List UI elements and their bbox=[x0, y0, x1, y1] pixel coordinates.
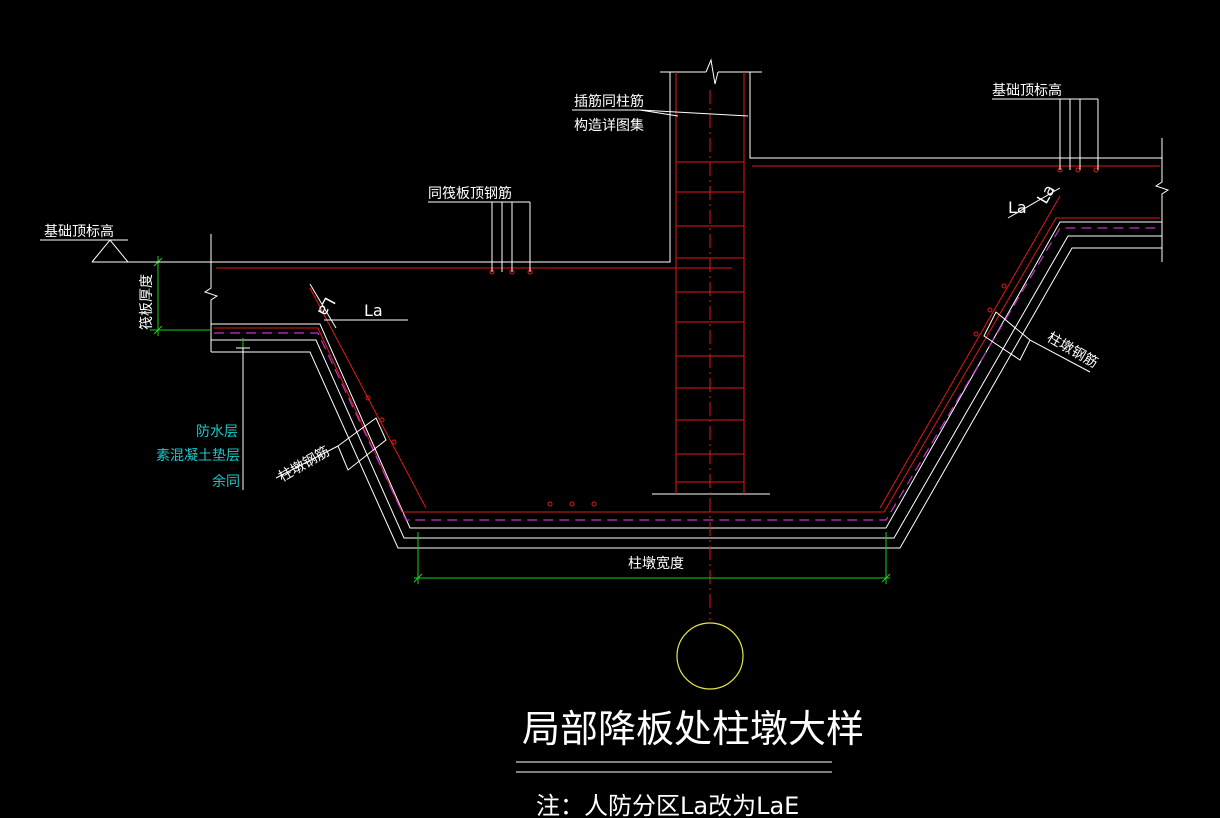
la-right-label: La bbox=[1008, 198, 1027, 217]
dowel-note-line1: 插筋同柱筋 bbox=[574, 93, 644, 110]
detail-marker-circle bbox=[676, 622, 744, 690]
leader-lines bbox=[40, 98, 1099, 773]
plain-concrete-layer-label: 素混凝土垫层 bbox=[156, 448, 240, 464]
pier-width-label: 柱墩宽度 bbox=[628, 555, 684, 572]
pier-rebar-left-label: 柱墩钢筋 bbox=[276, 443, 333, 486]
la-left-label: La bbox=[364, 301, 383, 320]
detail-title: 局部降板处柱墩大样 bbox=[522, 707, 864, 751]
la-left-rotated-label: La bbox=[314, 294, 340, 319]
dimension-lines bbox=[150, 256, 891, 584]
rebar-lines bbox=[214, 72, 1160, 620]
concrete-outline bbox=[203, 58, 1170, 549]
raft-thickness-label: 筏板厚度 bbox=[138, 274, 155, 330]
top-left-elevation-label: 基础顶标高 bbox=[44, 223, 114, 240]
waterproof-layer bbox=[214, 227, 1160, 521]
note-text: 注：人防分区La改为LaE bbox=[536, 792, 799, 818]
dowel-note-line2: 构造详图集 bbox=[574, 117, 644, 134]
waterproof-layer-label: 防水层 bbox=[196, 424, 238, 440]
same-as-raft-top-label: 同筏板顶钢筋 bbox=[428, 185, 512, 202]
top-right-elevation-label: 基础顶标高 bbox=[992, 82, 1062, 99]
pier-rebar-right-label: 柱墩钢筋 bbox=[1044, 329, 1101, 372]
la-right-rotated-label: La bbox=[1033, 181, 1059, 207]
same-elsewhere-label: 余同 bbox=[212, 473, 240, 490]
